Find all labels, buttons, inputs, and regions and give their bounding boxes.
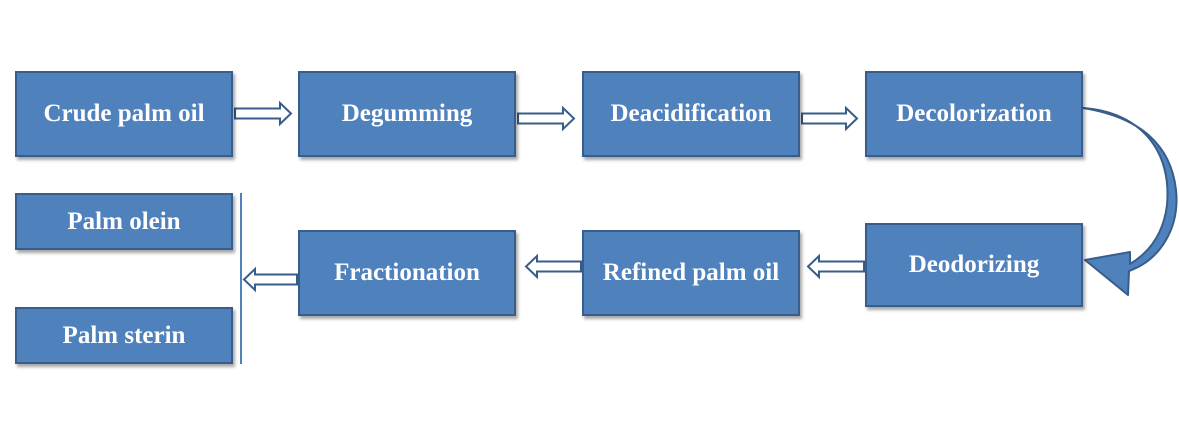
step-deodorizing: Deodorizing [865,223,1083,307]
arrow-crude-to-degumming [234,100,293,127]
step-deacidification: Deacidification [582,71,800,157]
step-refined-palm-oil: Refined palm oil [582,230,800,316]
step-degumming: Degumming [298,71,516,157]
product-palm-olein: Palm olein [15,193,233,250]
step-label: Deacidification [610,100,772,127]
step-label: Fractionation [334,259,480,286]
product-palm-sterin: Palm sterin [15,307,233,364]
arrow-refined-to-fractionation [524,253,582,280]
step-label: Deodorizing [908,251,1040,278]
step-label: Degumming [341,100,473,127]
arrow-fractionation-to-products [242,266,298,293]
arrow-degumming-to-deacidification [517,105,576,132]
product-label: Palm sterin [62,321,186,349]
step-label: Crude palm oil [43,100,205,127]
step-label: Refined palm oil [602,259,780,286]
step-decolorization: Decolorization [865,71,1083,157]
step-crude-palm-oil: Crude palm oil [15,71,233,157]
step-label: Decolorization [896,100,1052,127]
arrow-deodorizing-to-refined [806,253,865,280]
arrow-deacidification-to-decolorization [801,105,859,132]
step-fractionation: Fractionation [298,230,516,316]
product-label: Palm olein [67,207,181,235]
curved-arrow-decolorization-to-deodorizing [1082,107,1178,296]
